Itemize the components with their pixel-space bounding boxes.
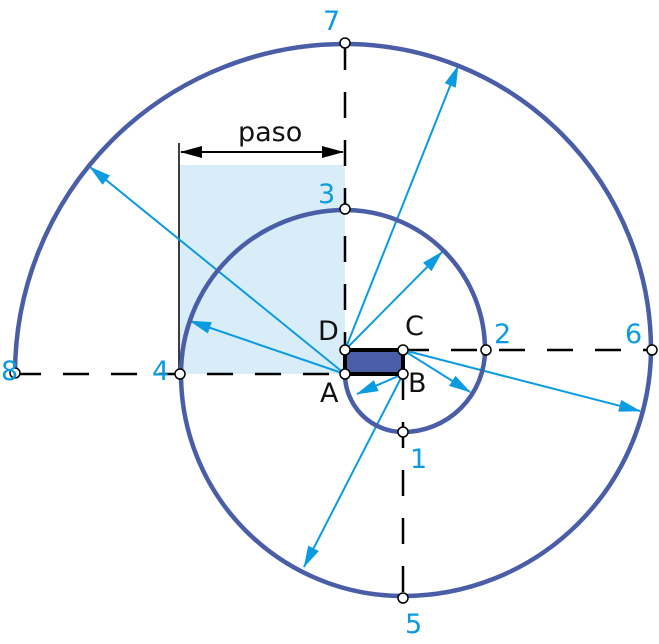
label-4: 4	[152, 356, 169, 387]
radius-ray	[189, 320, 346, 375]
point-c	[397, 344, 409, 356]
radius-ray	[402, 349, 471, 393]
point-3	[339, 203, 351, 215]
radius-ray	[303, 373, 404, 568]
radius-ray	[402, 349, 641, 412]
point-labels: 1 2 3 4 5 6 7 8 A B C D	[1, 6, 642, 640]
label-c: C	[405, 311, 424, 342]
radius-ray	[344, 251, 443, 351]
point-8	[9, 367, 21, 379]
label-6: 6	[625, 319, 642, 350]
point-4	[174, 368, 186, 380]
label-2: 2	[494, 319, 511, 350]
point-6	[646, 344, 658, 356]
label-a: A	[320, 378, 339, 409]
radius-ray	[344, 65, 459, 351]
radius-ray	[356, 373, 404, 395]
point-b	[397, 368, 409, 380]
rays	[89, 65, 641, 568]
point-d	[339, 344, 351, 356]
label-b: B	[408, 368, 427, 399]
label-8: 8	[1, 356, 18, 387]
pitch-label: paso	[238, 117, 302, 148]
label-d: D	[318, 316, 339, 347]
center-square	[343, 348, 405, 376]
label-7: 7	[323, 6, 340, 37]
point-1	[397, 426, 409, 438]
point-2	[480, 344, 492, 356]
pitch-area	[179, 165, 345, 374]
point-a	[339, 368, 351, 380]
label-3: 3	[318, 179, 335, 210]
points	[9, 37, 658, 604]
label-1: 1	[410, 444, 427, 475]
point-5	[397, 592, 409, 604]
label-5: 5	[405, 609, 422, 640]
point-7	[339, 37, 351, 49]
